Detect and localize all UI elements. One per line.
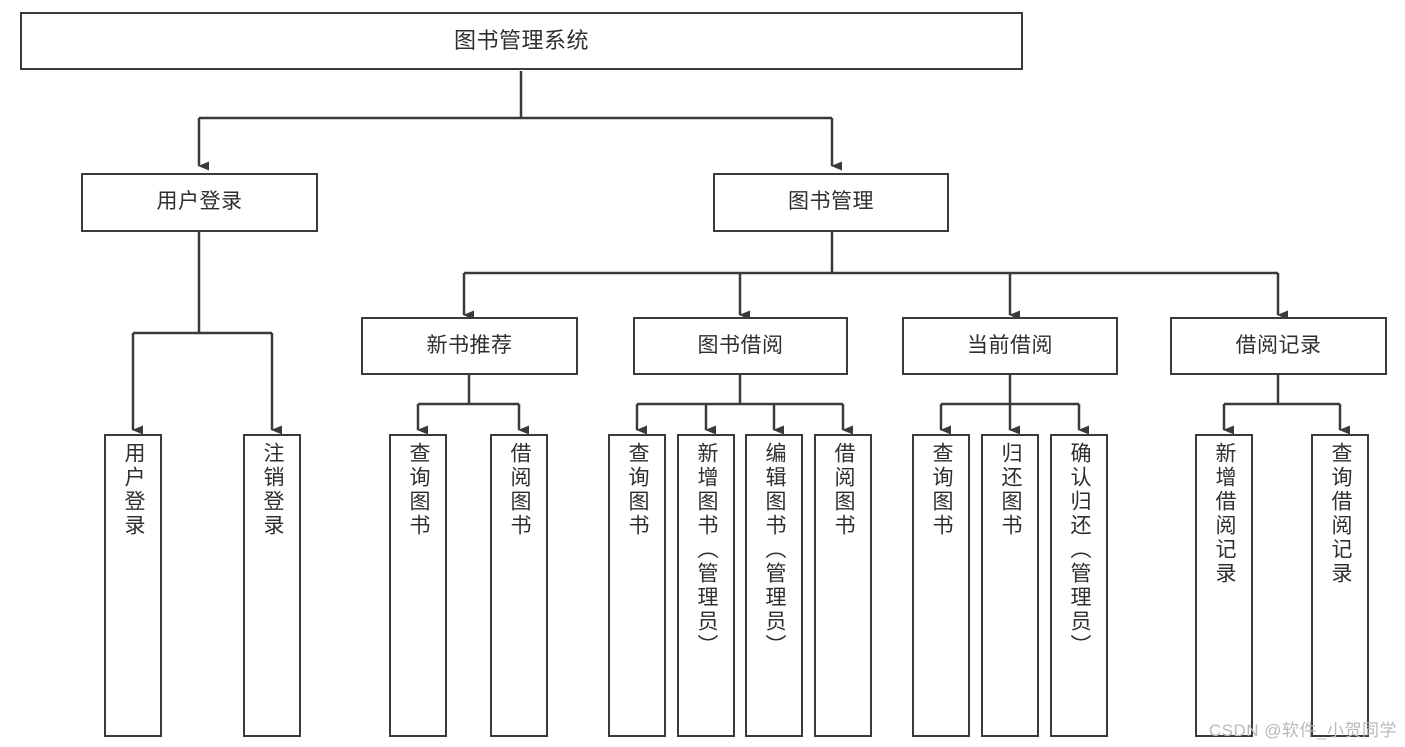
leaf-user-login-logout[interactable]: 注销登录 — [243, 434, 301, 737]
leaf-book-borrow-add-book-admin[interactable]: 新增图书（管理员） — [677, 434, 735, 737]
leaf-book-borrow-borrow-book[interactable]: 借阅图书 — [814, 434, 872, 737]
node-label: 编辑图书（管理员） — [763, 442, 787, 658]
node-borrowing-record[interactable]: 借阅记录 — [1170, 317, 1387, 375]
leaf-borrow-record-query-record[interactable]: 查询借阅记录 — [1311, 434, 1369, 737]
leaf-book-borrow-query-book[interactable]: 查询图书 — [608, 434, 666, 737]
node-label: 归还图书 — [999, 442, 1023, 538]
node-new-book-recommendation[interactable]: 新书推荐 — [361, 317, 578, 375]
leaf-current-borrow-return-book[interactable]: 归还图书 — [981, 434, 1039, 737]
node-book-management[interactable]: 图书管理 — [713, 173, 949, 232]
node-label: 确认归还（管理员） — [1068, 442, 1092, 658]
leaf-current-borrow-query-book[interactable]: 查询图书 — [912, 434, 970, 737]
leaf-new-book-borrow-book[interactable]: 借阅图书 — [490, 434, 548, 737]
node-label: 图书借阅 — [697, 333, 784, 357]
node-label: 新增借阅记录 — [1213, 442, 1237, 586]
node-label: 查询借阅记录 — [1329, 442, 1353, 586]
leaf-user-login-login[interactable]: 用户登录 — [104, 434, 162, 737]
node-label: 用户登录 — [122, 442, 146, 538]
leaf-current-borrow-confirm-return-admin[interactable]: 确认归还（管理员） — [1050, 434, 1108, 737]
csdn-watermark: CSDN @软件_小贺同学 — [1208, 721, 1397, 740]
node-label: 注销登录 — [261, 442, 285, 538]
node-user-login[interactable]: 用户登录 — [81, 173, 318, 232]
node-label: 图书管理系统 — [453, 28, 589, 54]
node-label: 图书管理 — [788, 190, 874, 214]
node-label: 借阅图书 — [832, 442, 856, 538]
node-label: 借阅记录 — [1235, 333, 1322, 357]
node-book-borrowing[interactable]: 图书借阅 — [633, 317, 848, 375]
leaf-book-borrow-edit-book-admin[interactable]: 编辑图书（管理员） — [745, 434, 803, 737]
node-label: 用户登录 — [156, 190, 243, 214]
leaf-borrow-record-add-record[interactable]: 新增借阅记录 — [1195, 434, 1253, 737]
node-label: 查询图书 — [407, 442, 431, 538]
node-label: 新书推荐 — [426, 333, 513, 357]
node-label: 借阅图书 — [508, 442, 532, 538]
node-label: 查询图书 — [930, 442, 954, 538]
node-current-borrowing[interactable]: 当前借阅 — [902, 317, 1118, 375]
node-book-management-system[interactable]: 图书管理系统 — [20, 12, 1023, 70]
node-label: 查询图书 — [626, 442, 650, 538]
node-label: 新增图书（管理员） — [695, 442, 719, 658]
node-label: 当前借阅 — [967, 333, 1053, 357]
leaf-new-book-query-book[interactable]: 查询图书 — [389, 434, 447, 737]
